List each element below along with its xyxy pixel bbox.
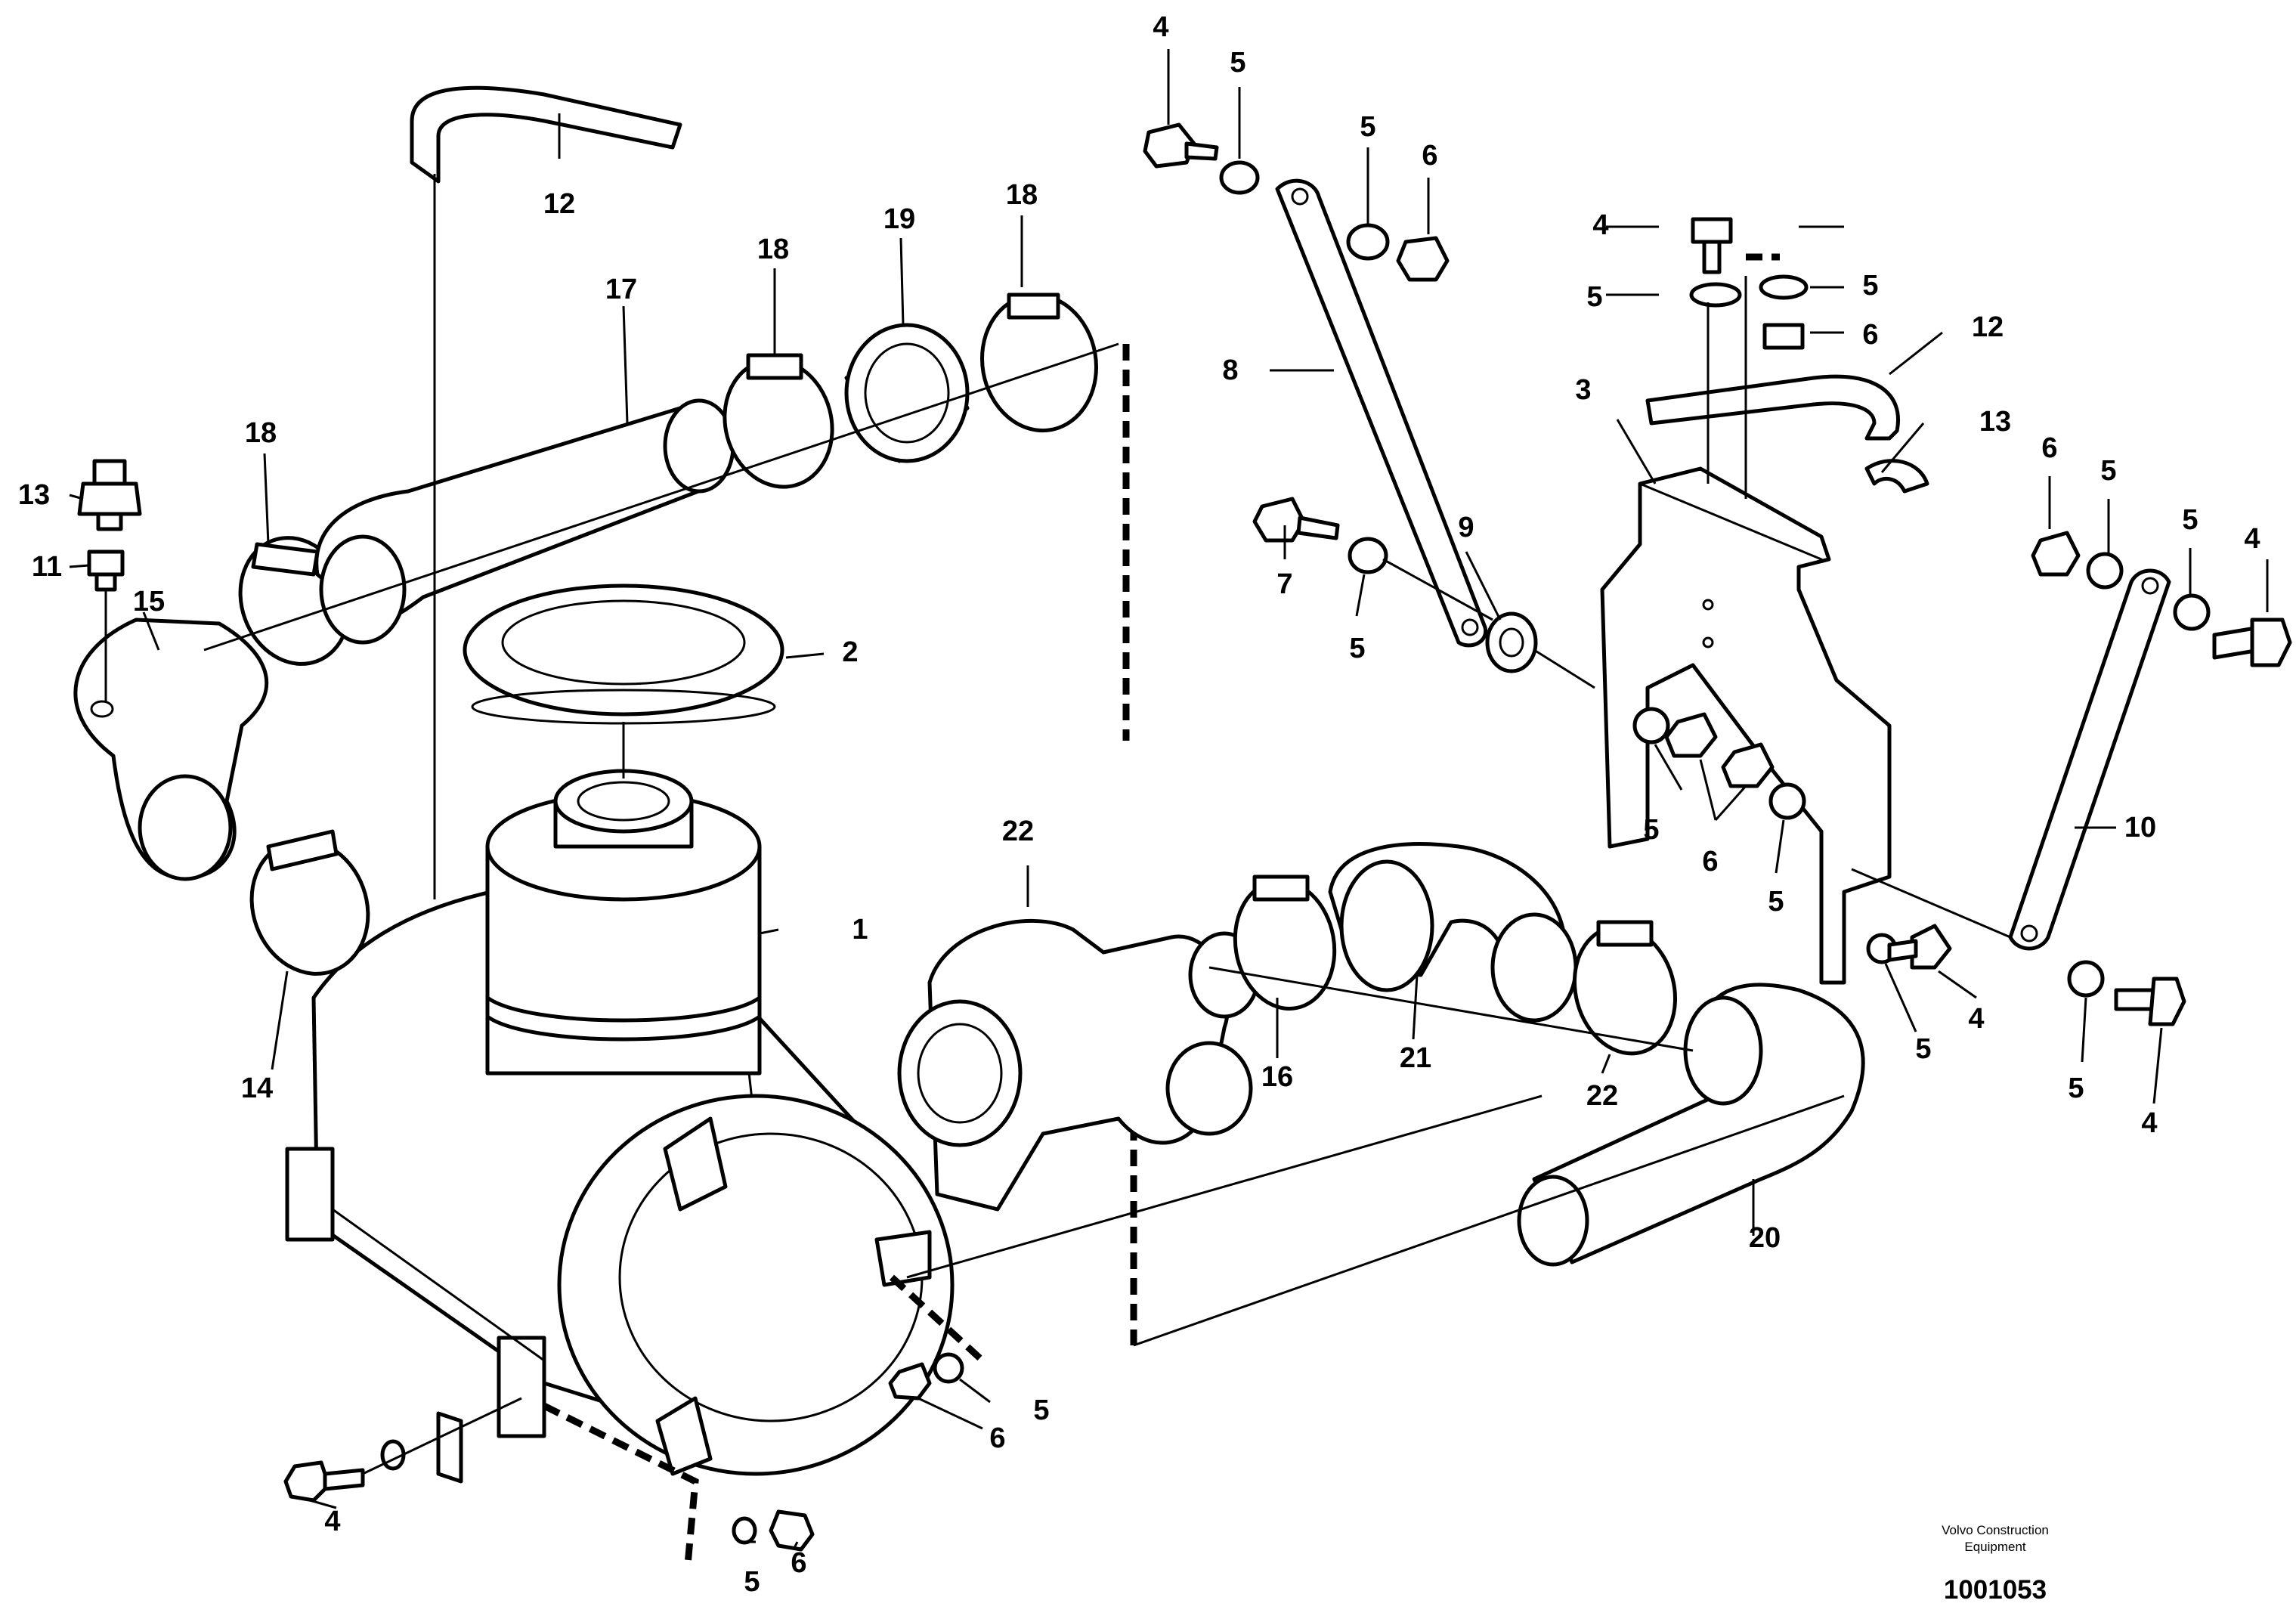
callout-5-top-b: 5 bbox=[1360, 111, 1375, 143]
callout-14: 14 bbox=[241, 1073, 273, 1104]
callout-5-bracket-low-b: 5 bbox=[1768, 886, 1784, 918]
callout-21: 21 bbox=[1400, 1042, 1431, 1074]
callout-labels: 1 2 3 4 4 4 4 4 4 5 5 5 5 5 5 5 5 5 5 5 … bbox=[18, 11, 2260, 1598]
callout-5-right-b: 5 bbox=[2182, 504, 2198, 536]
brand-line-1: Volvo Construction bbox=[1942, 1523, 2049, 1537]
hose-12-right bbox=[1645, 374, 1900, 441]
callout-20: 20 bbox=[1749, 1222, 1781, 1254]
callout-12-left: 12 bbox=[543, 188, 575, 220]
callout-13-right: 13 bbox=[1979, 406, 2011, 438]
bracket-3 bbox=[1600, 466, 1892, 985]
callout-4-right: 4 bbox=[2244, 523, 2260, 555]
clamp-22 bbox=[1572, 920, 1678, 1056]
callout-5-bracket-right: 5 bbox=[1862, 270, 1878, 302]
spacer-9 bbox=[1485, 611, 1538, 673]
alignment-line-bottom bbox=[1133, 1094, 1845, 1347]
callout-6-cover: 6 bbox=[989, 1422, 1005, 1454]
callout-4-bottom: 4 bbox=[324, 1506, 340, 1537]
fastener-set bbox=[283, 122, 2292, 1552]
callout-6-right: 6 bbox=[2041, 432, 2057, 464]
callout-5-mid: 5 bbox=[1915, 1033, 1931, 1065]
callout-9: 9 bbox=[1458, 512, 1474, 543]
callout-7: 7 bbox=[1276, 568, 1292, 600]
callout-16: 16 bbox=[1261, 1061, 1293, 1093]
callout-6-bracket: 6 bbox=[1862, 319, 1878, 351]
callout-5-bottom: 5 bbox=[744, 1566, 760, 1598]
callout-5-top-a: 5 bbox=[1230, 47, 1245, 79]
pre-cleaner-cover bbox=[463, 583, 784, 778]
callout-5-right-a: 5 bbox=[2100, 455, 2116, 487]
fitting-11 bbox=[87, 549, 125, 703]
callout-12-right: 12 bbox=[1972, 311, 2004, 343]
callout-10: 10 bbox=[2124, 812, 2156, 844]
hose-12-left bbox=[410, 85, 682, 899]
callout-17: 17 bbox=[605, 274, 637, 305]
callout-1: 1 bbox=[852, 914, 868, 946]
callout-4-top: 4 bbox=[1153, 11, 1168, 43]
callout-11: 11 bbox=[32, 551, 62, 583]
callout-6-bracket-low: 6 bbox=[1702, 846, 1718, 878]
document-number: 1001053 bbox=[1944, 1575, 2047, 1605]
callout-18-left: 18 bbox=[245, 417, 277, 449]
stay-10 bbox=[2008, 568, 2171, 951]
stay-8 bbox=[1275, 178, 1488, 648]
callout-13-left: 13 bbox=[18, 479, 50, 511]
elbow-21 bbox=[1328, 842, 1578, 1023]
callout-15: 15 bbox=[133, 586, 165, 618]
alignment-line-cover bbox=[906, 1094, 1543, 1279]
brand-line-2: Equipment bbox=[1964, 1540, 2026, 1554]
dashed-bracket-lines bbox=[542, 253, 1780, 1565]
callout-19: 19 bbox=[883, 203, 915, 235]
footer-block: Volvo Construction Equipment 1001053 bbox=[1942, 1523, 2049, 1605]
alignment-line-lower bbox=[1208, 966, 1694, 1052]
callout-18-right: 18 bbox=[1006, 179, 1038, 211]
connector-19 bbox=[844, 323, 970, 463]
air-cleaner-end-cover bbox=[557, 1094, 955, 1476]
sensor-13-left bbox=[77, 459, 142, 531]
leader-lines bbox=[69, 49, 2269, 1550]
callout-4-mid: 4 bbox=[1968, 1003, 1984, 1035]
hose-17 bbox=[314, 398, 735, 645]
callout-22-clamp: 22 bbox=[1586, 1080, 1618, 1112]
callout-5-bracket-left: 5 bbox=[1586, 281, 1602, 313]
clamp-14 bbox=[249, 829, 370, 976]
callout-3: 3 bbox=[1575, 374, 1591, 406]
callout-5-bolt7: 5 bbox=[1349, 633, 1365, 664]
callout-5-lower-right: 5 bbox=[2068, 1073, 2084, 1104]
callout-6-top: 6 bbox=[1422, 140, 1437, 172]
callout-22-turbo: 22 bbox=[1002, 816, 1034, 847]
clamp-18-right bbox=[980, 293, 1098, 433]
callout-6-bottom: 6 bbox=[791, 1547, 806, 1579]
elbow-hose-15 bbox=[73, 618, 269, 881]
callout-5-cover: 5 bbox=[1033, 1394, 1049, 1426]
callout-5-bracket-low-a: 5 bbox=[1643, 814, 1659, 846]
callout-2: 2 bbox=[842, 636, 858, 668]
alignment-line-upper bbox=[203, 342, 1119, 652]
callout-4-lower-right: 4 bbox=[2141, 1107, 2157, 1139]
hose-20 bbox=[1517, 983, 1865, 1267]
callout-4-bracket: 4 bbox=[1592, 209, 1608, 241]
air-cleaner-intake-neck bbox=[485, 769, 762, 1076]
clamp-18-center bbox=[723, 353, 834, 489]
turbo-intake-22 bbox=[897, 918, 1261, 1212]
callout-18-center: 18 bbox=[757, 234, 789, 265]
clip-13-right bbox=[1864, 459, 1929, 494]
callout-8: 8 bbox=[1222, 354, 1238, 386]
